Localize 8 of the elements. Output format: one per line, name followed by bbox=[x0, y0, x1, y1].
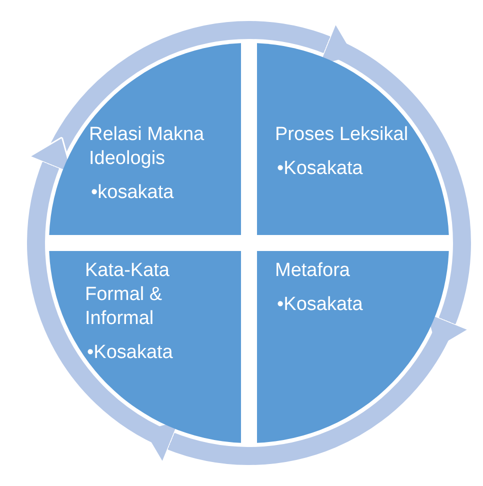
bullet-text: •Kosakata bbox=[86, 341, 174, 365]
heading-text: Metafora bbox=[275, 259, 351, 283]
bullet-text: •kosakata bbox=[90, 181, 175, 205]
bullet-text: •Kosakata bbox=[276, 157, 364, 181]
heading-text: Kata-Kata Formal & Informal bbox=[85, 259, 170, 331]
heading-text: Proses Leksikal bbox=[275, 123, 410, 147]
heading-text: Relasi Makna Ideologis bbox=[89, 123, 206, 171]
bullet-text: •Kosakata bbox=[276, 293, 364, 317]
